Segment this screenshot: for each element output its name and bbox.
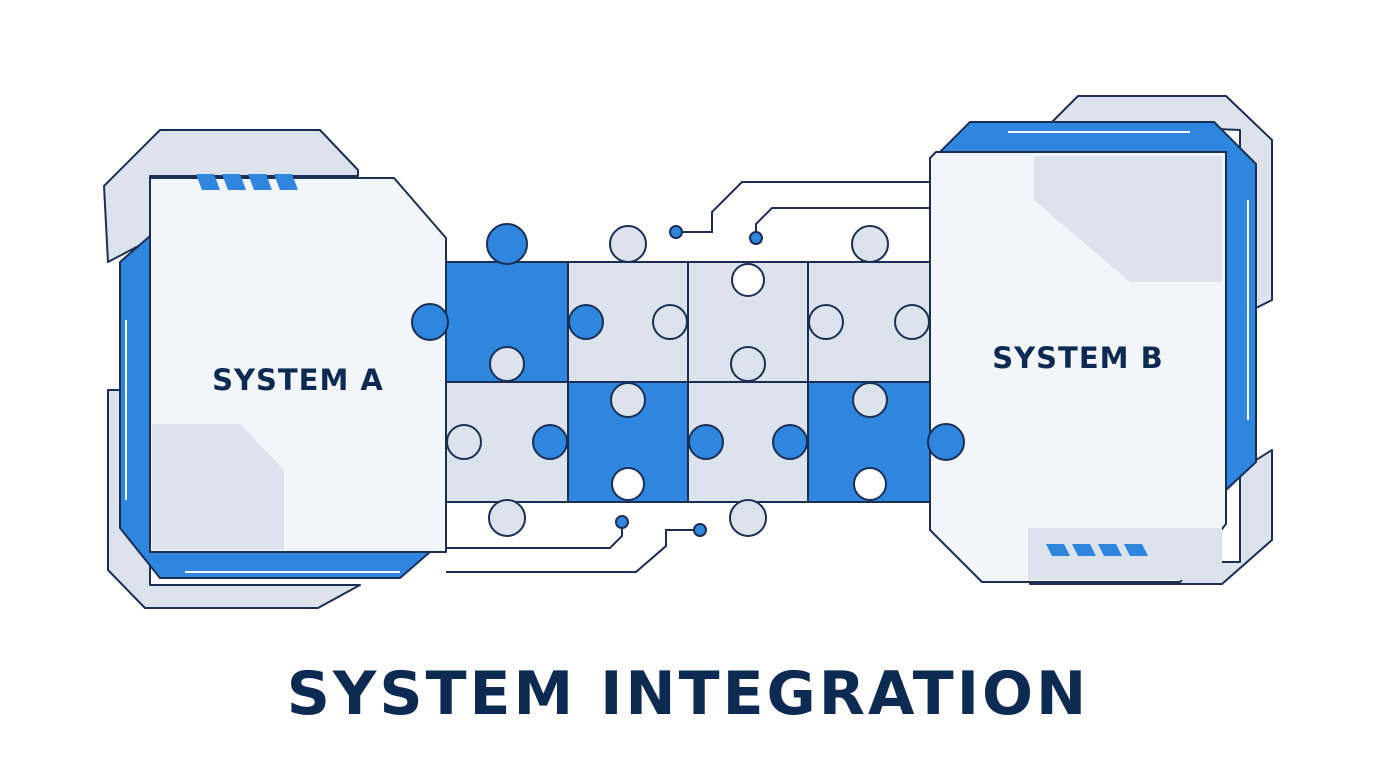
circuit-line-top-1 <box>676 181 930 233</box>
system-b-panel-corner <box>1034 156 1222 282</box>
diagram-title: SYSTEM INTEGRATION <box>287 659 1090 729</box>
puzzle-pieces-icon <box>411 223 965 537</box>
puzzle-knob <box>611 467 645 501</box>
puzzle-knob <box>772 424 808 460</box>
puzzle-knob <box>851 225 889 263</box>
circuit-node <box>693 523 707 537</box>
puzzle-knob <box>489 346 525 382</box>
circuit-line-bottom-2 <box>446 529 700 573</box>
puzzle-knob <box>652 304 688 340</box>
puzzle-knob <box>486 223 528 265</box>
puzzle-knob <box>446 424 482 460</box>
puzzle-knob <box>853 467 887 501</box>
circuit-line-bottom-1 <box>446 522 623 549</box>
puzzle-knob <box>730 346 766 382</box>
puzzle-knob <box>532 424 568 460</box>
puzzle-knob <box>568 304 604 340</box>
system-a-back-frame <box>103 129 359 263</box>
puzzle-knob <box>852 382 888 418</box>
circuit-node <box>669 225 683 239</box>
puzzle-knob <box>411 303 449 341</box>
system-b-label: SYSTEM B <box>992 341 1163 375</box>
system-a-module: SYSTEM A <box>103 129 447 609</box>
circuit-nodes <box>615 225 763 537</box>
puzzle-knob <box>729 499 767 537</box>
puzzle-knob <box>610 382 646 418</box>
circuit-line-top-2 <box>755 207 930 238</box>
puzzle-knob <box>927 423 965 461</box>
system-a-stripes-icon <box>196 174 298 190</box>
puzzle-knob <box>894 304 930 340</box>
system-a-panel-corner <box>152 424 284 550</box>
puzzle-knob <box>808 304 844 340</box>
system-b-module: SYSTEM B <box>929 95 1273 585</box>
puzzle-knob <box>488 499 526 537</box>
circuit-node <box>749 231 763 245</box>
system-a-label: SYSTEM A <box>212 363 384 397</box>
puzzle-knob <box>731 263 765 297</box>
system-b-stripes-icon <box>1046 544 1148 556</box>
circuit-node <box>615 515 629 529</box>
puzzle-knob <box>609 225 647 263</box>
puzzle-knob <box>688 424 724 460</box>
